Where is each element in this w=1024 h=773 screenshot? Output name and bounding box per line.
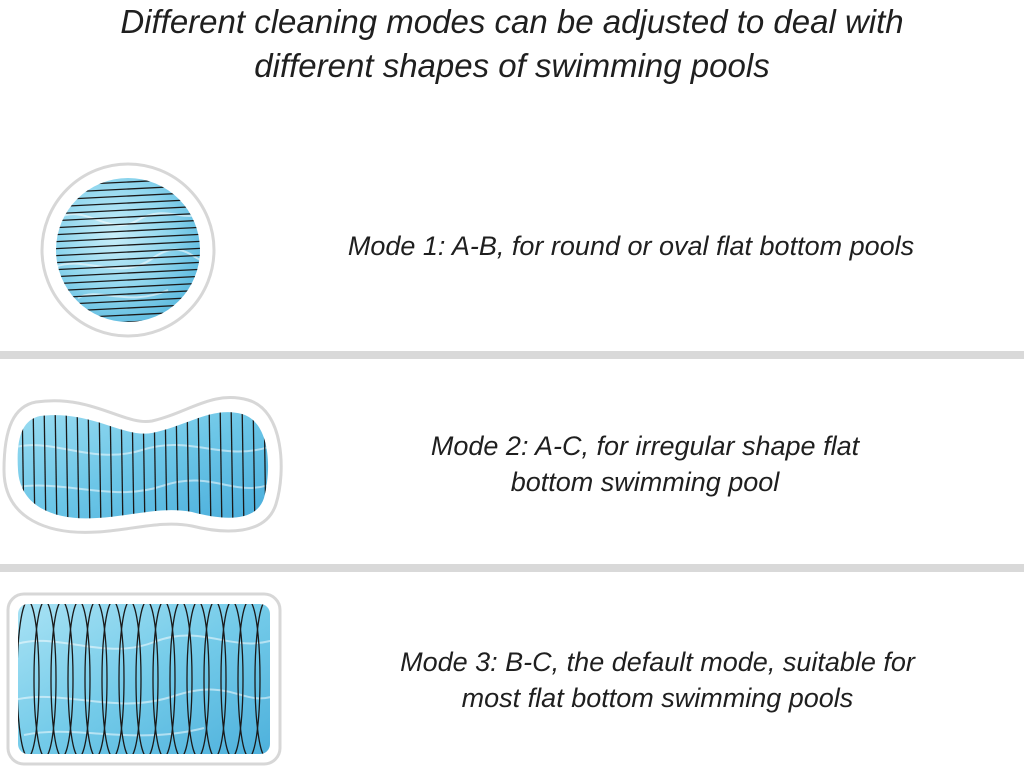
- cleaning-path-line: [76, 412, 80, 519]
- cleaning-path-line: [43, 412, 47, 519]
- divider-1: [0, 351, 1024, 359]
- cleaning-path-line: [65, 412, 69, 519]
- round-pool-illustration: [40, 162, 216, 338]
- cleaning-path-loop: [118, 604, 142, 754]
- cleaning-path-line: [56, 219, 200, 229]
- cleaning-path-loop: [50, 604, 74, 754]
- divider-2: [0, 564, 1024, 572]
- cleaning-path-line: [56, 247, 200, 257]
- mode-2-caption-line-2: bottom swimming pool: [510, 467, 780, 497]
- cleaning-path-line: [56, 268, 200, 278]
- cleaning-path-loop: [67, 604, 91, 754]
- cleaning-path-line: [56, 212, 200, 222]
- mode-2-caption-line-1: Mode 2: A-C, for irregular shape flat: [430, 431, 860, 461]
- cleaning-path-line: [56, 254, 200, 264]
- cleaning-path-line: [230, 412, 234, 519]
- cleaning-path-loop: [220, 604, 244, 754]
- cleaning-path-line: [56, 240, 200, 250]
- cleaning-path-line: [219, 412, 223, 519]
- cleaning-path-line: [56, 275, 200, 285]
- cleaning-path-loop: [33, 604, 57, 754]
- irregular-pool-illustration: [2, 396, 283, 534]
- cleaning-path-loop: [254, 604, 270, 754]
- cleaning-path-loop: [169, 604, 193, 754]
- cleaning-path-line: [56, 226, 200, 236]
- mode-2-caption: Mode 2: A-C, for irregular shape flat bo…: [330, 428, 960, 500]
- cleaning-path-line: [56, 233, 200, 243]
- mode-1-caption: Mode 1: A-B, for round or oval flat bott…: [256, 228, 1006, 264]
- cleaning-path-line: [208, 412, 212, 519]
- cleaning-path-line: [56, 205, 200, 215]
- cleaning-path-line: [241, 412, 245, 519]
- rectangular-pool-illustration: [6, 592, 282, 766]
- mode-3-caption-line-1: Mode 3: B-C, the default mode, suitable …: [400, 647, 915, 677]
- headline-line-1: Different cleaning modes can be adjusted…: [120, 3, 904, 40]
- cleaning-path-loop: [203, 604, 227, 754]
- cleaning-path-line: [54, 412, 58, 519]
- mode-1-caption-line-1: Mode 1: A-B, for round or oval flat bott…: [347, 231, 915, 261]
- cleaning-path-loop: [101, 604, 125, 754]
- cleaning-path-loop: [186, 604, 210, 754]
- cleaning-path-loop: [18, 604, 40, 754]
- cleaning-path-line: [56, 282, 200, 292]
- cleaning-path-line: [56, 289, 200, 299]
- cleaning-path-loop: [152, 604, 176, 754]
- cleaning-path-line: [252, 412, 256, 519]
- mode-3-caption-line-2: most flat bottom swimming pools: [461, 683, 854, 713]
- headline: Different cleaning modes can be adjusted…: [0, 0, 1024, 88]
- headline-line-2: different shapes of swimming pools: [254, 47, 770, 84]
- cleaning-path-line: [197, 412, 201, 519]
- cleaning-path-loop: [135, 604, 159, 754]
- cleaning-path-loop: [84, 604, 108, 754]
- cleaning-path-loop: [237, 604, 261, 754]
- cleaning-path-line: [87, 412, 91, 519]
- mode-3-caption: Mode 3: B-C, the default mode, suitable …: [300, 644, 1015, 716]
- cleaning-path-line: [56, 261, 200, 271]
